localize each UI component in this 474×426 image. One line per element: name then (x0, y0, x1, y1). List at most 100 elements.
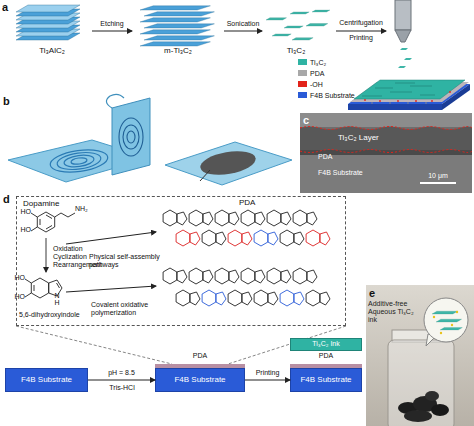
dopamine-structure (46, 215, 52, 219)
dopamine-structure (55, 213, 75, 217)
node-text: Covalent oxidative polymerization (91, 301, 171, 317)
pathway-arrows (66, 232, 156, 244)
legend-row: -OH (298, 80, 323, 88)
node-text: Ti₃C₂ Ink (291, 340, 361, 348)
flexible-device-sheets (56, 150, 102, 172)
mxene-flakes (292, 38, 313, 40)
atom-label: H (53, 299, 61, 307)
node-text: Ti₃C₂ (262, 46, 330, 55)
legend-swatch (298, 70, 307, 76)
panel-letter: d (3, 193, 15, 206)
ink-vial-photo (431, 404, 449, 416)
indole-structure (57, 283, 60, 288)
atom-label: HO (5, 274, 25, 282)
material-flakes: Ti₃C₂ (262, 4, 330, 58)
atom-label: NH₂ (75, 205, 95, 213)
pda-oligomers (228, 230, 252, 246)
node-text: PDA (290, 352, 362, 360)
printed-film-3d (431, 100, 433, 102)
ink-vial-photo (432, 311, 462, 330)
print-nozzle (395, 0, 412, 68)
print-nozzle (404, 58, 412, 60)
legend-swatch (298, 59, 307, 65)
edge-label: Printing (233, 369, 303, 377)
ink-vial-photo (425, 391, 439, 401)
material-stack: m-Ti₃C₂ (132, 4, 224, 58)
multilayer-mxene (140, 30, 210, 34)
print-nozzle (395, 0, 411, 30)
sem-cross-section (300, 113, 472, 127)
node-text: PDA (155, 352, 245, 360)
flexible-device-sheets (112, 98, 150, 175)
dopamine-structure (40, 219, 41, 225)
flexible-device-sheets (49, 147, 109, 176)
process-arrow (88, 379, 155, 380)
dopamine-structure (37, 212, 54, 232)
atom-label: HO (11, 208, 31, 216)
flexible-device-sheets (71, 157, 88, 165)
printed-film-3d (379, 100, 381, 102)
substrate-bar: F4B Substrate (155, 368, 245, 392)
process-arrow (224, 30, 262, 31)
printed-film-3d (371, 102, 373, 104)
pda-oligomers (215, 268, 239, 284)
node-text: 10 μm (418, 172, 458, 180)
pda-oligomers (267, 210, 291, 226)
printed-film-3d (348, 80, 470, 110)
legend-text: PDA (310, 70, 324, 77)
node-text: F4B Substrate (318, 169, 398, 177)
pda-oligomers (163, 210, 187, 226)
pda-layer: PDA (155, 352, 245, 368)
pda-oligomers (189, 268, 213, 284)
legend-row: Ti₃C₂ (298, 58, 326, 66)
ink-vial-photo (404, 410, 432, 422)
printed-film-3d (425, 102, 427, 104)
pda-oligomers (254, 290, 278, 306)
flexible-device-sheets (119, 118, 143, 156)
node-text: Ti₃C₂ Layer (338, 133, 418, 142)
pda-oligomers (241, 210, 265, 226)
indole-structure (25, 279, 31, 283)
edge-label: pH = 8.5 (87, 369, 157, 377)
step-label: Printing (330, 34, 392, 42)
printed-film-3d (389, 102, 391, 104)
flexible-device-sheets (106, 94, 124, 108)
ink-vial-photo (366, 285, 474, 426)
pda-oligomers (241, 268, 265, 284)
multilayer-mxene (140, 6, 214, 46)
ink-vial-photo (436, 319, 462, 322)
legend-text: -OH (310, 81, 323, 88)
panel-letter: a (2, 1, 14, 14)
pda-oligomers (306, 230, 330, 246)
mxene-flakes (306, 24, 328, 26)
sem-cross-section (300, 113, 472, 193)
max-phase-stack (16, 5, 80, 40)
flexible-device-sheets (127, 131, 135, 143)
flexible-device-sheets (49, 147, 109, 176)
legend-text: Ti₃C₂ (310, 59, 326, 66)
multilayer-mxene (144, 36, 214, 40)
flexible-device-sheets (123, 125, 139, 149)
edge-label: Sonication (208, 20, 278, 28)
pda-oligomers (202, 290, 226, 306)
node-text: F4B Substrate (291, 375, 361, 384)
sem-cross-section (300, 113, 472, 193)
node-text: m-Ti₃C₂ (132, 46, 224, 55)
pda-oligomers (163, 210, 330, 306)
printed-film-3d (407, 102, 409, 104)
leader-lines (16, 326, 172, 364)
centrifugation-arrow (336, 31, 386, 32)
print-nozzle (400, 48, 408, 50)
pda-layer: PDA (290, 352, 362, 368)
node-text: F4B Substrate (156, 375, 244, 384)
mechanism-box: DopamineOxidation Cyclization Rearrangem… (16, 196, 346, 326)
printed-film-3d (449, 91, 451, 93)
multilayer-mxene (140, 42, 210, 46)
sem-cross-section (300, 150, 472, 153)
node-text: PDA (318, 153, 358, 161)
sem-cross-section (300, 127, 472, 151)
pda-oligomers (176, 230, 200, 246)
dopamine-structure (31, 227, 37, 231)
printed-film-3d (362, 83, 435, 96)
